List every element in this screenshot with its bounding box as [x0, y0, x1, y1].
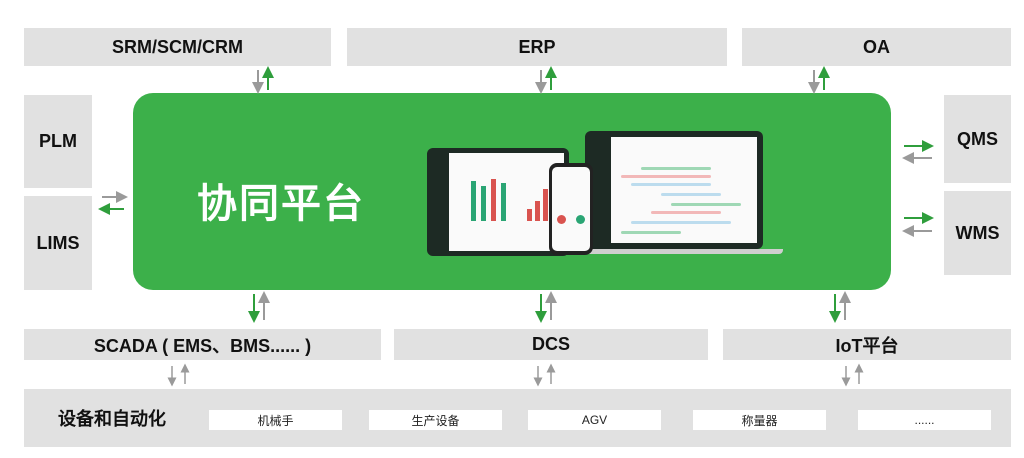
wms-box: WMS [944, 191, 1011, 275]
oa-box: OA [742, 28, 1011, 66]
qms-label: QMS [956, 128, 998, 149]
tablet-mockup [427, 148, 569, 256]
equipment-automation-label: 设备和自动化 [58, 409, 166, 429]
equipment-chip: 机械手 [209, 410, 342, 430]
dcs-label: DCS [531, 334, 570, 354]
iot-label: IoT平台 [835, 335, 899, 356]
srm-label: SRM/SCM/CRM [112, 36, 243, 57]
equipment-chip: 称量器 [693, 410, 826, 430]
equipment-chip: ...... [858, 410, 991, 430]
oa-label: OA [863, 36, 890, 57]
scada-label: SCADA ( EMS、BMS...... ) [93, 335, 312, 356]
qms-box: QMS [944, 95, 1011, 183]
erp-label: ERP [518, 36, 556, 57]
dcs-box: DCS [394, 329, 708, 360]
equipment-chip: 生产设备 [369, 410, 502, 430]
platform-title: 协同平台 [197, 181, 365, 227]
srm-scm-crm-box: SRM/SCM/CRM [24, 28, 331, 66]
laptop-base [573, 249, 783, 254]
phone-mockup [549, 163, 593, 255]
wms-label: WMS [955, 222, 1000, 243]
scada-box: SCADA ( EMS、BMS...... ) [24, 329, 381, 360]
laptop-mockup [585, 131, 763, 249]
plm-label: PLM [39, 131, 77, 151]
lims-box: LIMS [24, 196, 92, 290]
erp-box: ERP [347, 28, 727, 66]
equipment-chip: AGV [528, 410, 661, 430]
collaboration-platform: 协同平台 [133, 93, 891, 290]
plm-box: PLM [24, 95, 92, 188]
equipment-automation-band: 设备和自动化 [24, 389, 1011, 447]
lims-label: LIMS [36, 232, 80, 253]
iot-platform-box: IoT平台 [723, 329, 1011, 360]
